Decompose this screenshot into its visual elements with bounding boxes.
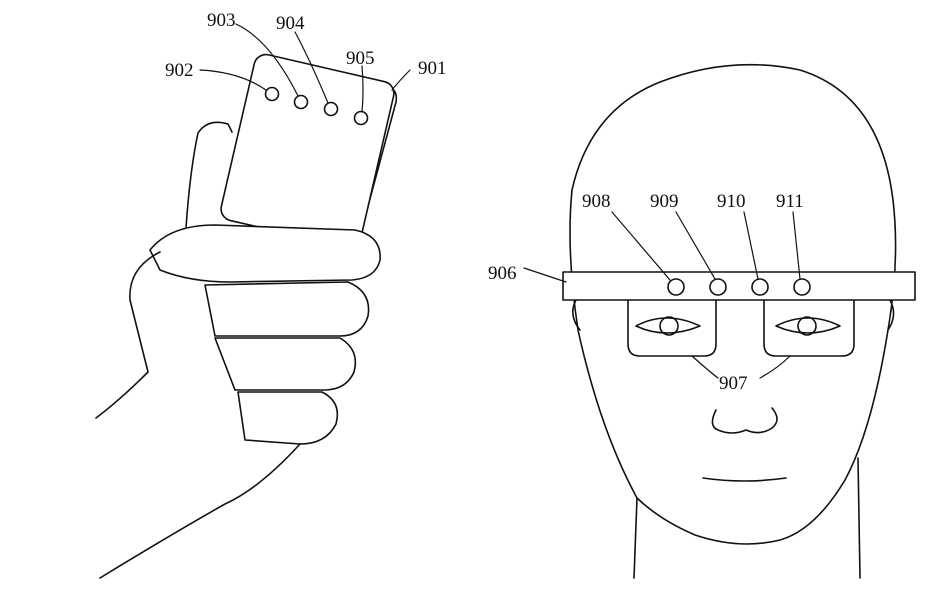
phone-sensor-902 <box>264 86 280 102</box>
label-909: 909 <box>650 191 679 212</box>
ear-left <box>572 299 581 331</box>
label-906: 906 <box>488 263 517 284</box>
glasses-leader-lines <box>523 211 801 379</box>
phone-body <box>220 53 395 249</box>
nose <box>711 407 778 434</box>
phone-leader-lines <box>199 23 411 113</box>
label-911: 911 <box>776 191 804 212</box>
glasses-frame <box>562 271 916 301</box>
hand-top-finger <box>149 224 381 283</box>
glasses-sensor-909 <box>709 278 727 296</box>
label-904: 904 <box>276 13 305 34</box>
phone-illustration <box>95 53 398 579</box>
label-908: 908 <box>582 191 611 212</box>
neck-left <box>633 497 638 579</box>
glasses-sensor-908 <box>667 278 685 296</box>
phone-sensor-905 <box>353 110 369 126</box>
label-902: 902 <box>165 60 194 81</box>
hand-second-finger <box>204 281 370 337</box>
label-903: 903 <box>207 10 236 31</box>
glasses-sensor-910 <box>751 278 769 296</box>
head-illustration <box>569 63 897 579</box>
mouth <box>702 477 787 482</box>
phone-sensor-903 <box>293 94 309 110</box>
hand-palm <box>95 251 301 579</box>
hand-index-finger <box>185 121 233 229</box>
phone-sensor-904 <box>323 101 339 117</box>
glasses-sensor-911 <box>793 278 811 296</box>
head-outline <box>569 63 897 545</box>
lens-left <box>627 299 717 357</box>
hand-third-finger <box>214 337 357 391</box>
eye-right <box>775 317 841 334</box>
neck-right <box>857 457 861 579</box>
label-901: 901 <box>418 58 447 79</box>
hand-little-finger <box>237 391 339 445</box>
label-907: 907 <box>719 373 748 394</box>
lens-right <box>763 299 855 357</box>
eye-left <box>635 317 701 334</box>
pupil-right <box>797 316 817 336</box>
label-910: 910 <box>717 191 746 212</box>
pupil-left <box>659 316 679 336</box>
ear-right <box>887 299 895 331</box>
label-905: 905 <box>346 48 375 69</box>
lenses <box>627 299 855 357</box>
